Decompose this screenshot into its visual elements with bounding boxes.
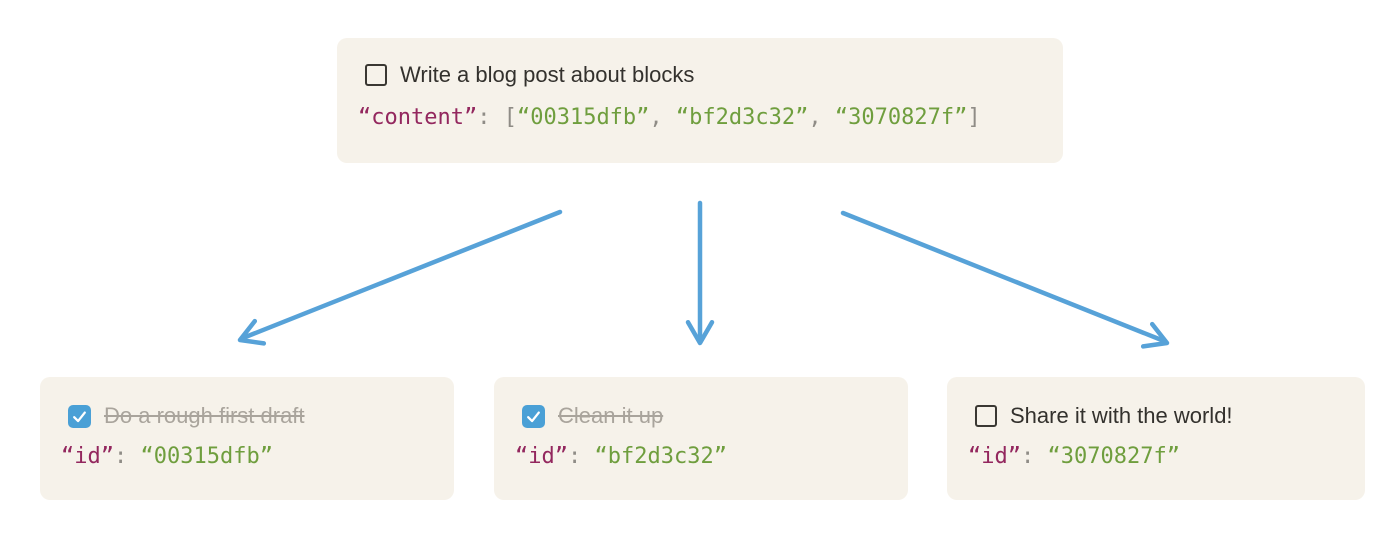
child-block-card-1: Do a rough first draft “id”: “00315dfb” [40,377,454,500]
code-colon: : [567,444,595,469]
code-key-id: “id” [968,444,1021,469]
child-todo-checkbox-3[interactable] [975,405,997,427]
code-key-id: “id” [61,444,114,469]
parent-block-card: Write a blog post about blocks “content”… [337,38,1063,163]
arrow-to-child-1 [237,209,563,346]
checkmark-icon [73,410,86,422]
child-block-card-3: Share it with the world! “id”: “3070827f… [947,377,1365,500]
code-key-content: “content” [358,105,478,130]
code-separator: , [808,105,835,130]
parent-code-line: “content”: [“00315dfb”, “bf2d3c32”, “307… [358,103,1035,133]
child-todo-row-3: Share it with the world! [975,403,1337,429]
checkmark-icon [527,410,540,422]
child-todo-label-1: Do a rough first draft [104,403,305,428]
arrow-to-child-2 [685,200,715,346]
child-todo-checkbox-1[interactable] [68,404,91,428]
code-id-value-3: “3070827f” [1047,444,1180,469]
code-child-id-1: “00315dfb” [516,105,650,130]
code-id-value-1: “00315dfb” [140,444,273,469]
code-child-id-2: “bf2d3c32” [675,105,809,130]
arrow-to-child-3 [840,210,1170,349]
child-todo-checkbox-2[interactable] [522,404,545,428]
child-todo-label-2: Clean it up [558,403,664,428]
parent-todo-row: Write a blog post about blocks [365,62,1035,88]
child-todo-label-3: Share it with the world! [1010,403,1233,428]
parent-todo-label: Write a blog post about blocks [400,62,695,87]
child-code-line-2: “id”: “bf2d3c32” [515,442,880,472]
code-array-close: ] [967,105,981,130]
child-code-line-3: “id”: “3070827f” [968,442,1337,472]
child-todo-row-2: Clean it up [522,403,880,429]
code-child-id-3: “3070827f” [834,105,968,130]
child-todo-row-1: Do a rough first draft [68,403,426,429]
code-colon: : [477,105,504,130]
child-block-card-2: Clean it up “id”: “bf2d3c32” [494,377,908,500]
code-id-value-2: “bf2d3c32” [594,444,727,469]
code-colon: : [113,444,141,469]
code-colon: : [1020,444,1048,469]
code-separator: , [649,105,676,130]
code-key-id: “id” [515,444,568,469]
parent-todo-checkbox[interactable] [365,64,387,86]
child-code-line-1: “id”: “00315dfb” [61,442,426,472]
code-array-open: [ [503,105,517,130]
